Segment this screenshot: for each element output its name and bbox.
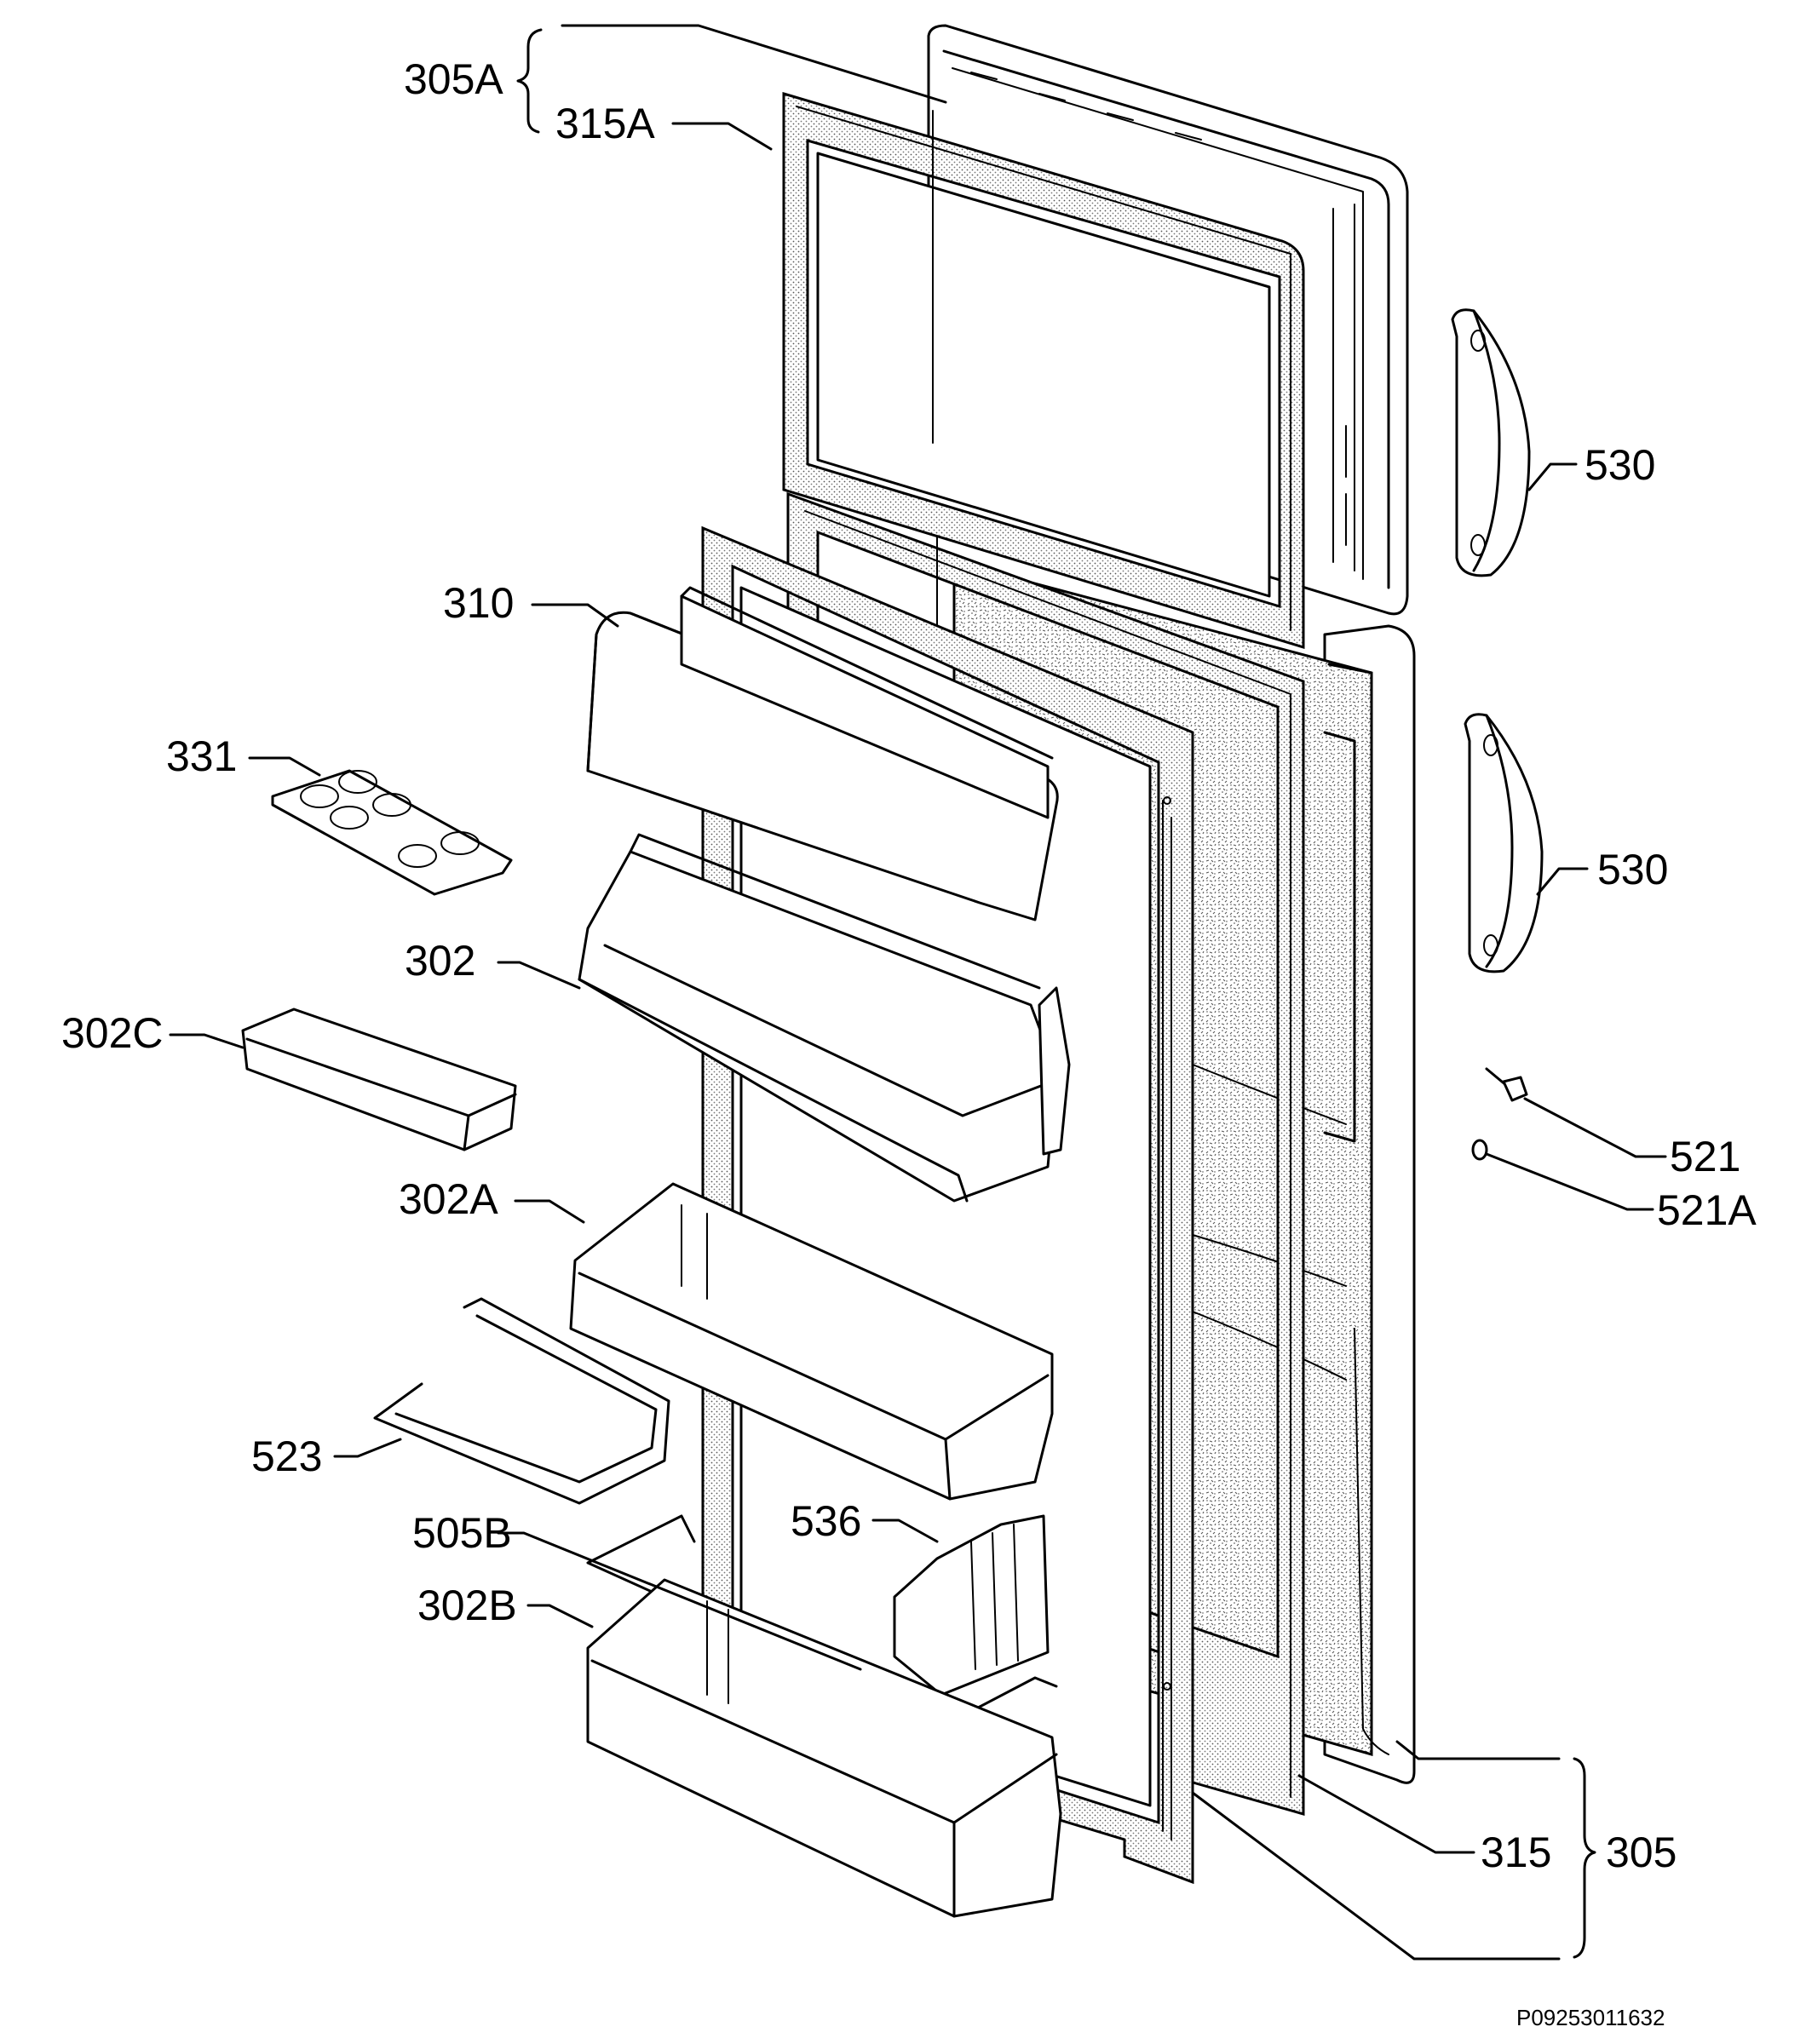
callout-302A: 302A bbox=[399, 1175, 498, 1223]
callout-523: 523 bbox=[251, 1433, 322, 1480]
callout-530-top: 530 bbox=[1585, 441, 1655, 489]
part-302-door-shelf bbox=[578, 833, 1071, 1203]
part-302A-door-bin bbox=[569, 1182, 1054, 1501]
document-id: P09253011632 bbox=[1516, 2005, 1665, 2030]
part-521A-washer bbox=[1471, 1139, 1488, 1161]
part-302B-bottom-bin bbox=[586, 1578, 1062, 1918]
callout-315: 315 bbox=[1481, 1829, 1551, 1876]
part-530-upper-handle bbox=[1451, 308, 1531, 577]
part-521-screw bbox=[1485, 1067, 1528, 1102]
part-523-wire-rack bbox=[373, 1297, 670, 1505]
leader-lines bbox=[169, 24, 1667, 1961]
callout-530-mid: 530 bbox=[1597, 846, 1668, 893]
callout-315A: 315A bbox=[555, 100, 655, 147]
callout-302B: 302B bbox=[417, 1582, 517, 1629]
callout-536: 536 bbox=[791, 1497, 861, 1545]
callout-302: 302 bbox=[405, 937, 475, 985]
part-331-egg-tray bbox=[271, 769, 513, 896]
callout-521A: 521A bbox=[1657, 1186, 1757, 1234]
part-310-dairy-compartment bbox=[586, 586, 1059, 922]
callout-302C: 302C bbox=[61, 1009, 164, 1057]
callout-521: 521 bbox=[1670, 1133, 1740, 1180]
callout-310: 310 bbox=[443, 579, 514, 627]
callout-331: 331 bbox=[166, 732, 237, 780]
part-530-lower-handle bbox=[1464, 713, 1544, 973]
part-302C-small-bin bbox=[241, 1008, 517, 1151]
part-536-divider bbox=[893, 1514, 1050, 1697]
callout-305: 305 bbox=[1606, 1829, 1677, 1876]
callout-305A: 305A bbox=[404, 55, 503, 103]
freezer-door-gasket bbox=[782, 91, 1305, 650]
callout-505B: 505B bbox=[412, 1509, 512, 1557]
